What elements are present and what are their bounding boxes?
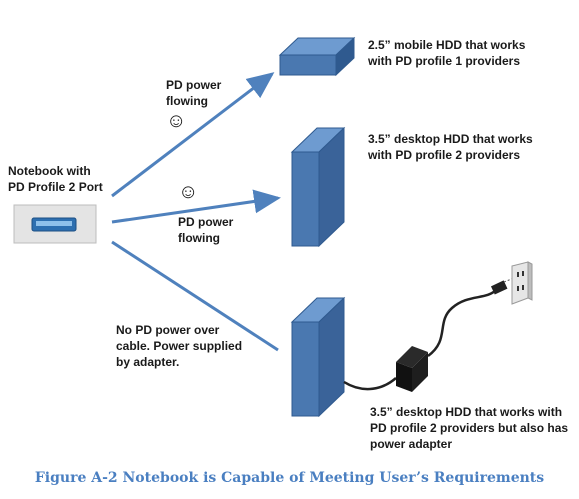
desktop-hdd-label-line2: with PD profile 2 providers <box>368 148 521 162</box>
mobile-hdd-icon <box>278 36 356 77</box>
adapter-hdd-label-line2: PD profile 2 providers but also has <box>370 421 569 435</box>
desktop-hdd-label: 3.5” desktop HDD that works with PD prof… <box>368 131 533 163</box>
adapter-hdd-label-line1: 3.5” desktop HDD that works with <box>370 405 563 419</box>
adapter-hdd-label: 3.5” desktop HDD that works with PD prof… <box>370 404 568 452</box>
wall-outlet-icon <box>511 261 533 305</box>
mobile-hdd-label-line2: with PD profile 1 providers <box>368 54 521 68</box>
arrow3-label-line1: No PD power over <box>116 323 220 337</box>
arrow1-label: PD power flowing <box>166 77 221 109</box>
arrow2-label: PD power flowing <box>178 214 233 246</box>
arrow-to-desktop-hdd <box>111 189 281 224</box>
mobile-hdd-label: 2.5” mobile HDD that works with PD profi… <box>368 37 525 69</box>
usb-port-icon <box>13 204 97 244</box>
mobile-hdd-label-line1: 2.5” mobile HDD that works <box>368 38 526 52</box>
arrow2-label-line1: PD power <box>178 215 234 229</box>
arrow3-label-line2: cable. Power supplied <box>116 339 243 353</box>
arrow3-label-line3: by adapter. <box>116 355 180 369</box>
notebook-label: Notebook with PD Profile 2 Port <box>8 163 103 195</box>
smiley-icon: ☺ <box>166 110 187 132</box>
arrow2-label-line2: flowing <box>178 231 220 245</box>
arrow3-label: No PD power over cable. Power supplied b… <box>116 322 242 370</box>
adapter-hdd-label-line3: power adapter <box>370 437 453 451</box>
notebook-label-line1: Notebook with <box>8 164 91 178</box>
power-adapter-icon <box>343 277 515 392</box>
smiley-icon: ☺ <box>178 181 199 203</box>
desktop-hdd-label-line1: 3.5” desktop HDD that works <box>368 132 533 146</box>
arrow1-label-line1: PD power <box>166 78 222 92</box>
connector-to-adapter-hdd <box>111 240 279 352</box>
notebook-label-line2: PD Profile 2 Port <box>8 180 103 194</box>
desktop-hdd-icon <box>290 126 346 248</box>
adapter-hdd-icon <box>290 296 346 418</box>
figure-caption: Figure A-2 Notebook is Capable of Meetin… <box>34 470 545 486</box>
arrow1-label-line2: flowing <box>166 94 208 108</box>
arrow-to-mobile-hdd <box>111 72 275 198</box>
